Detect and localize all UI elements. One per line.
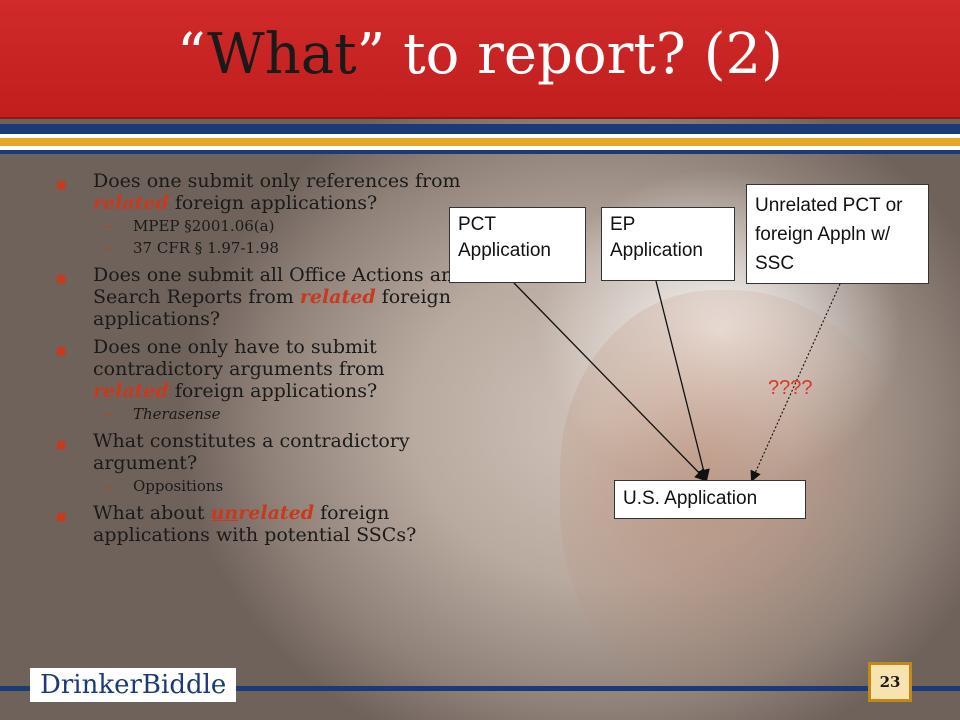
pct-application-box: PCT Application bbox=[449, 207, 586, 283]
bullet-item: ■ Does one submit only references from r… bbox=[56, 170, 461, 214]
bullet-item: ■ Does one only have to submit contradic… bbox=[56, 336, 385, 402]
bullet-square-icon: ■ bbox=[56, 438, 67, 451]
us-application-box: U.S. Application bbox=[614, 480, 806, 519]
sub-bullet: –37 CFR § 1.97-1.98 bbox=[104, 239, 279, 257]
bullet-square-icon: ■ bbox=[56, 178, 67, 191]
arrow-pct-to-us bbox=[513, 282, 708, 482]
arrow-ep-to-us bbox=[655, 280, 710, 483]
title-bar: “What” to report? (2) bbox=[0, 0, 960, 119]
footer-line bbox=[0, 686, 960, 691]
sub-bullet: –Oppositions bbox=[104, 477, 224, 495]
unrelated-application-box: Unrelated PCT or foreign Appln w/ SSC bbox=[746, 184, 929, 284]
question-marks-label: ???? bbox=[768, 377, 813, 399]
bullet-square-icon: ■ bbox=[56, 344, 67, 357]
page-number: 23 bbox=[868, 662, 912, 702]
bullet-item: ■ What about unrelated foreign applicati… bbox=[56, 502, 417, 546]
sub-bullet: –Therasense bbox=[104, 405, 221, 423]
slide-title: “What” to report? (2) bbox=[176, 22, 784, 87]
drinker-biddle-logo: DrinkerBiddle bbox=[30, 668, 237, 702]
bullet-list: ■ Does one submit only references from r… bbox=[56, 170, 466, 548]
sub-bullet: –MPEP §2001.06(a) bbox=[104, 217, 275, 235]
bullet-square-icon: ■ bbox=[56, 272, 67, 285]
ep-application-box: EP Application bbox=[601, 207, 735, 281]
bullet-item: ■ What constitutes a contradictory argum… bbox=[56, 430, 410, 474]
bullet-item: ■ Does one submit all Office Actions and… bbox=[56, 264, 466, 330]
bullet-square-icon: ■ bbox=[56, 510, 67, 523]
decorative-stripes bbox=[0, 124, 960, 154]
